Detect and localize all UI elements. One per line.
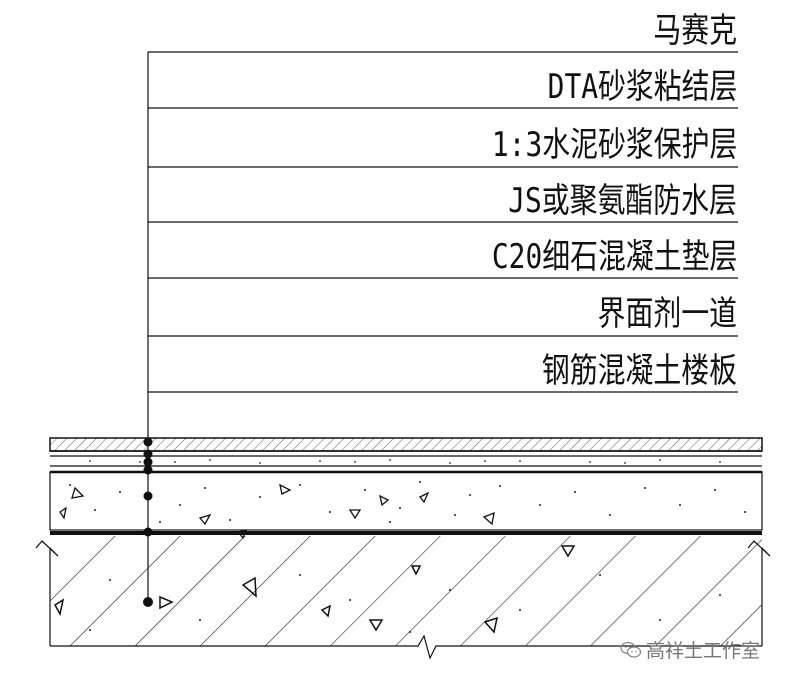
watermark-text: 高祥土工作室 <box>646 640 761 662</box>
rc-slab <box>50 536 762 646</box>
wechat-icon <box>620 641 642 658</box>
watermark: 高祥土工作室 <box>620 636 760 663</box>
mortar-speckle <box>89 459 721 464</box>
leader-dots <box>143 437 153 607</box>
layer-label-mosaic: 马赛克 <box>653 11 737 51</box>
c20-concrete-layer <box>49 471 763 531</box>
layer-label-dta-mortar: DTA砂浆粘结层 <box>547 67 737 107</box>
layer-label-rc-slab: 钢筋混凝土楼板 <box>541 351 737 391</box>
thin-layers <box>50 450 762 474</box>
layer-label-cement-mortar: 1:3水泥砂浆保护层 <box>491 125 737 165</box>
concrete-aggregate <box>69 481 746 523</box>
mosaic-layer <box>49 437 763 452</box>
layer-label-interface-agent: 界面剂一道 <box>597 294 737 334</box>
slab-dots <box>89 574 721 633</box>
layer-label-c20-concrete: C20细石混凝土垫层 <box>491 237 737 277</box>
concrete-triangles <box>59 483 495 540</box>
leader-lines <box>147 51 738 602</box>
slab-triangles <box>53 545 576 634</box>
layer-label-waterproof: JS或聚氨酯防水层 <box>508 181 737 221</box>
slab-edges <box>35 540 771 660</box>
